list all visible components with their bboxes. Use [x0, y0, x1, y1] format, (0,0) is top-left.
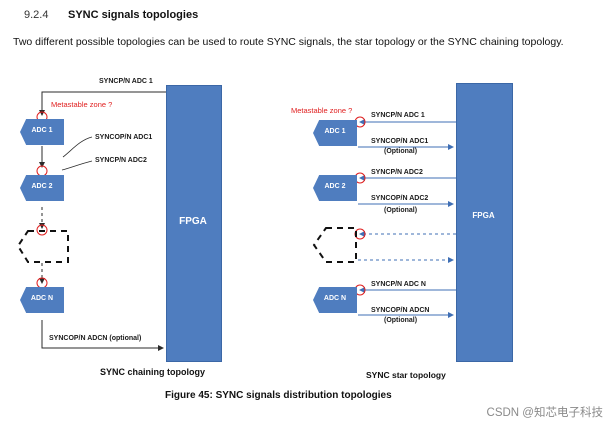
optional-label-2: (Optional) [384, 207, 418, 214]
intro-paragraph: Two different possible topologies can be… [13, 36, 564, 48]
adcn-label: ADC N [30, 295, 54, 302]
metastable-zone-label-star: Metastable zone ? [291, 106, 353, 115]
section-number: 9.2.4 [24, 9, 49, 21]
fpga-label-star: FPGA [472, 211, 495, 220]
adc2-block-chaining: ADC 2 [20, 175, 64, 201]
adc2-label: ADC 2 [324, 183, 346, 190]
fpga-block-chaining [166, 85, 222, 362]
adc1-label: ADC 1 [31, 127, 53, 134]
syncp-adc1-label-star: SYNCP/N ADC 1 [371, 112, 425, 119]
adc1-label: ADC 1 [324, 128, 346, 135]
star-caption: SYNC star topology [366, 370, 446, 380]
syncp-adc2-label-star: SYNCP/N ADC2 [371, 169, 423, 176]
fpga-label-chaining: FPGA [179, 216, 207, 227]
watermark: CSDN @知芯电子科技 [486, 407, 603, 419]
adc2-label: ADC 2 [31, 183, 53, 190]
syncp-adc1-label-chaining: SYNCP/N ADC 1 [99, 78, 153, 85]
syncop-adcn-label-star: SYNCOP/N ADCN [371, 307, 430, 314]
fpga-block-star [456, 83, 513, 362]
optional-label-3: (Optional) [384, 317, 418, 324]
syncop-adc2-label-star: SYNCOP/N ADC2 [371, 195, 429, 202]
syncp-adcn-label-star: SYNCP/N ADC N [371, 281, 426, 288]
adcn-label: ADC N [323, 295, 347, 302]
syncop-adcn-label-chaining: SYNCOP/N ADCN (optional) [49, 335, 142, 342]
syncp-adc2-label-chaining: SYNCP/N ADC2 [95, 157, 147, 164]
syncop-adc1-label-star: SYNCOP/N ADC1 [371, 138, 429, 145]
chaining-caption: SYNC chaining topology [100, 367, 205, 377]
section-title: SYNC signals topologies [68, 9, 199, 21]
syncop-adc1-label-chaining: SYNCOP/N ADC1 [95, 134, 153, 141]
metastable-zone-label-chaining: Metastable zone ? [51, 100, 113, 109]
adc2-block-star: ADC 2 [313, 175, 357, 201]
adc1-block-chaining: ADC 1 [20, 119, 64, 145]
figure-caption: Figure 45: SYNC signals distribution top… [165, 390, 392, 401]
adcn-block-chaining: ADC N [20, 287, 64, 313]
adcn-block-star: ADC N [313, 287, 357, 313]
adc1-block-star: ADC 1 [313, 120, 357, 146]
optional-label-1: (Optional) [384, 148, 418, 155]
